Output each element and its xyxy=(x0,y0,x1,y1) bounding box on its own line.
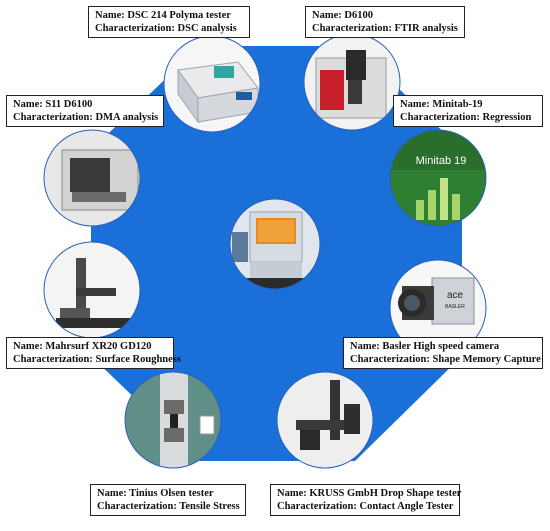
station-name: D6100 xyxy=(344,10,373,21)
minitab-logo-icon: Minitab 19 xyxy=(389,129,487,227)
label-surface: Name: Mahrsurf XR20 GD120 Characterizati… xyxy=(6,337,181,369)
station-characterization: DSC analysis xyxy=(177,23,237,34)
station-name: Basler High speed camera xyxy=(382,341,500,352)
station-characterization: DMA analysis xyxy=(95,112,159,123)
svg-text:ace: ace xyxy=(447,290,464,301)
station-name: KRUSS GmbH Drop Shape tester xyxy=(309,488,462,499)
svg-text:BASLER: BASLER xyxy=(445,304,465,310)
label-minitab: Name: Minitab-19 Characterization: Regre… xyxy=(393,95,543,127)
svg-text:Minitab 19: Minitab 19 xyxy=(416,155,467,167)
label-camera: Name: Basler High speed camera Character… xyxy=(343,337,543,369)
profilometer-icon xyxy=(43,241,141,339)
label-tensile: Name: Tinius Olsen tester Characterizati… xyxy=(90,484,246,516)
drop-shape-tester-icon xyxy=(276,371,374,469)
station-characterization: FTIR analysis xyxy=(394,23,458,34)
dma-instrument-icon xyxy=(43,129,141,227)
tensile-tester-icon xyxy=(124,371,222,469)
station-name: Tinius Olsen tester xyxy=(129,488,214,499)
ftir-instrument-icon xyxy=(303,33,401,131)
label-ftir: Name: D6100 Characterization: FTIR analy… xyxy=(305,6,465,38)
station-name: Mahrsurf XR20 GD120 xyxy=(45,341,152,352)
station-name: Minitab-19 xyxy=(432,99,483,110)
center-chamber-photo xyxy=(229,198,321,290)
station-characterization: Regression xyxy=(482,112,532,123)
station-characterization: Surface Roughness xyxy=(95,354,181,365)
station-characterization: Tensile Stress xyxy=(179,501,240,512)
station-characterization: Shape Memory Capture xyxy=(432,354,541,365)
station-name: S11 D6100 xyxy=(45,99,93,110)
dsc-instrument-icon xyxy=(163,35,261,133)
label-dma: Name: S11 D6100 Characterization: DMA an… xyxy=(6,95,164,127)
label-dsc: Name: DSC 214 Polyma tester Characteriza… xyxy=(88,6,250,38)
label-contact-angle: Name: KRUSS GmbH Drop Shape tester Chara… xyxy=(270,484,462,516)
station-characterization: Contact Angle Tester xyxy=(359,501,454,512)
station-name: DSC 214 Polyma tester xyxy=(127,10,231,21)
